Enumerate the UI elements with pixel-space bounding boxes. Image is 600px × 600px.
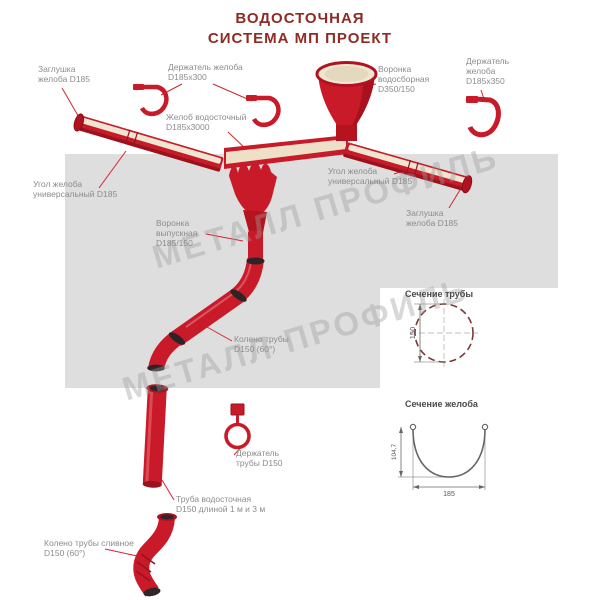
page-title-line2: СИСТЕМА МП ПРОЕКТ xyxy=(207,29,393,47)
gutter-height-dim: 104,7 xyxy=(391,443,398,460)
collector-funnel xyxy=(315,61,378,141)
page-title-line1: ВОДОСТОЧНАЯ xyxy=(235,10,365,27)
label-downpipe: Труба водосточная D150 длиной 1 м и 3 м xyxy=(176,494,266,515)
label-pipe-elbow: Колено трубы D150 (60°) xyxy=(234,334,289,355)
label-collector-funnel: Воронка водосборная D350/150 xyxy=(378,64,430,95)
leader-lines xyxy=(61,83,485,557)
label-outlet-funnel: Воронка выпускная D185/150 xyxy=(156,218,198,249)
pipe-section-diagram: 150 xyxy=(408,299,478,367)
pipe-holder xyxy=(224,403,251,450)
gutter-section-diagram: 104,7 185 xyxy=(391,423,489,498)
roof-plane xyxy=(65,154,558,388)
gutter-middle xyxy=(224,135,348,169)
gutter-hook-center xyxy=(246,95,281,128)
gutter-hook-left xyxy=(133,84,169,117)
gutter-right xyxy=(343,142,473,194)
label-gutter-hook-300: Держатель желоба D185x300 xyxy=(168,62,243,83)
gutter-endcap-left xyxy=(73,113,85,132)
label-gutter-endcap-right: Заглушка желоба D185 xyxy=(406,208,458,229)
upper-elbow-assembly xyxy=(147,257,265,372)
label-gutter-hook-350: Держатель желоба D185x350 xyxy=(466,56,510,87)
page-title: ВОДОСТОЧНАЯ СИСТЕМА МП ПРОЕКТ xyxy=(0,9,600,49)
heading-pipe-section: Сечение трубы xyxy=(405,289,474,299)
gutter-hook-right xyxy=(466,96,501,138)
gutter-width-dim: 185 xyxy=(443,491,455,498)
label-gutter-endcap-left: Заглушка желоба D185 xyxy=(38,64,90,85)
label-gutter-corner-right: Угол желоба универсальный D185 xyxy=(328,166,413,187)
downpipe xyxy=(142,384,169,488)
outlet-funnel xyxy=(229,162,277,261)
label-pipe-holder: Держатель трубы D150 xyxy=(236,448,283,469)
label-drain-elbow: Колено трубы сливное D150 (60°) xyxy=(44,538,134,559)
drain-elbow xyxy=(133,513,177,597)
heading-gutter-section: Сечение желоба xyxy=(405,399,478,409)
pipe-diameter-dim: 150 xyxy=(408,327,417,340)
gutter-endcap-right xyxy=(461,175,473,194)
gutter-left xyxy=(73,113,224,172)
label-gutter-corner-left: Угол желоба универсальный D185 xyxy=(33,179,118,200)
label-gutter: Желоб водосточный D185x3000 xyxy=(166,112,247,133)
